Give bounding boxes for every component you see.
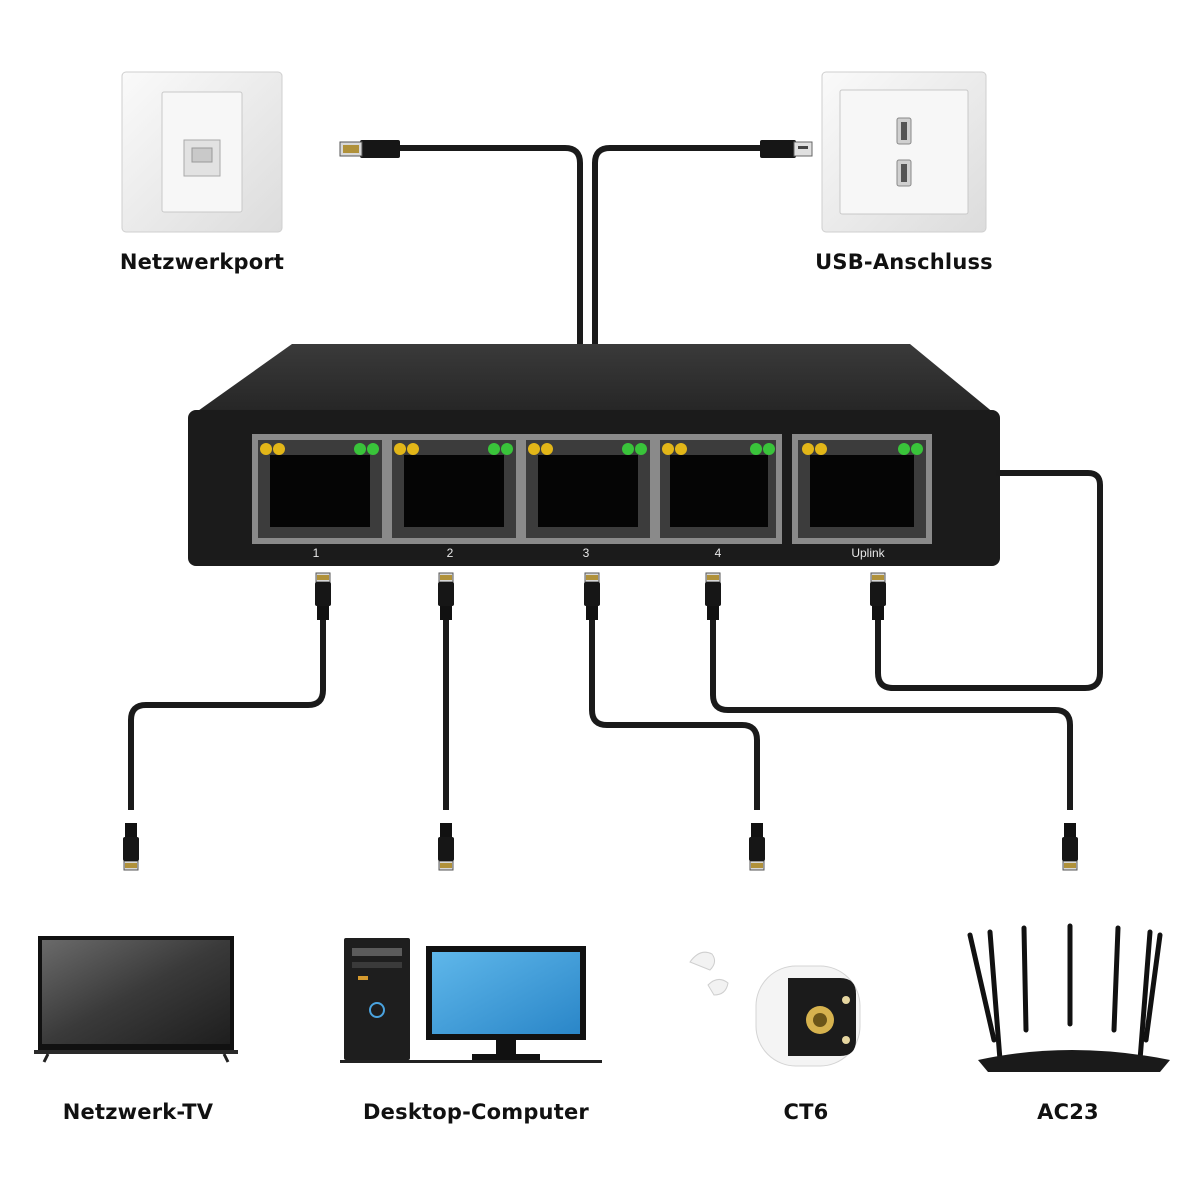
label-network-tv: Netzwerk-TV [62, 1100, 214, 1124]
top-cables [395, 145, 765, 350]
port-label-3: 3 [583, 546, 590, 560]
usb-plug-top [760, 140, 813, 158]
tv-icon [34, 936, 238, 1063]
ethernet-switch: 1 2 3 4 Uplink [188, 344, 1000, 566]
label-desktop-computer: Desktop-Computer [363, 1100, 589, 1124]
port-2 [392, 440, 516, 538]
port-label-4: 4 [715, 546, 722, 560]
port-4 [660, 440, 776, 538]
port-label-1: 1 [313, 546, 320, 560]
label-usb-port: USB-Anschluss [815, 250, 993, 274]
wifi-router-icon [967, 923, 1170, 1072]
label-camera: CT6 [783, 1100, 829, 1124]
desktop-computer-icon [340, 938, 602, 1063]
label-router: AC23 [1037, 1100, 1099, 1124]
port-1 [258, 440, 382, 538]
usb-wall-port [821, 71, 987, 233]
rj45-plugs-switch-side [314, 572, 887, 621]
rj45-plug-top [339, 140, 400, 158]
network-wall-port [121, 71, 283, 233]
port-uplink [798, 440, 926, 538]
port-label-uplink: Uplink [851, 546, 885, 560]
label-network-port: Netzwerkport [119, 250, 285, 274]
device-cables [128, 470, 1103, 810]
port-label-2: 2 [447, 546, 454, 560]
port-3 [526, 440, 650, 538]
rj45-plugs-device-side [122, 822, 1079, 871]
security-camera-icon [689, 951, 861, 1067]
